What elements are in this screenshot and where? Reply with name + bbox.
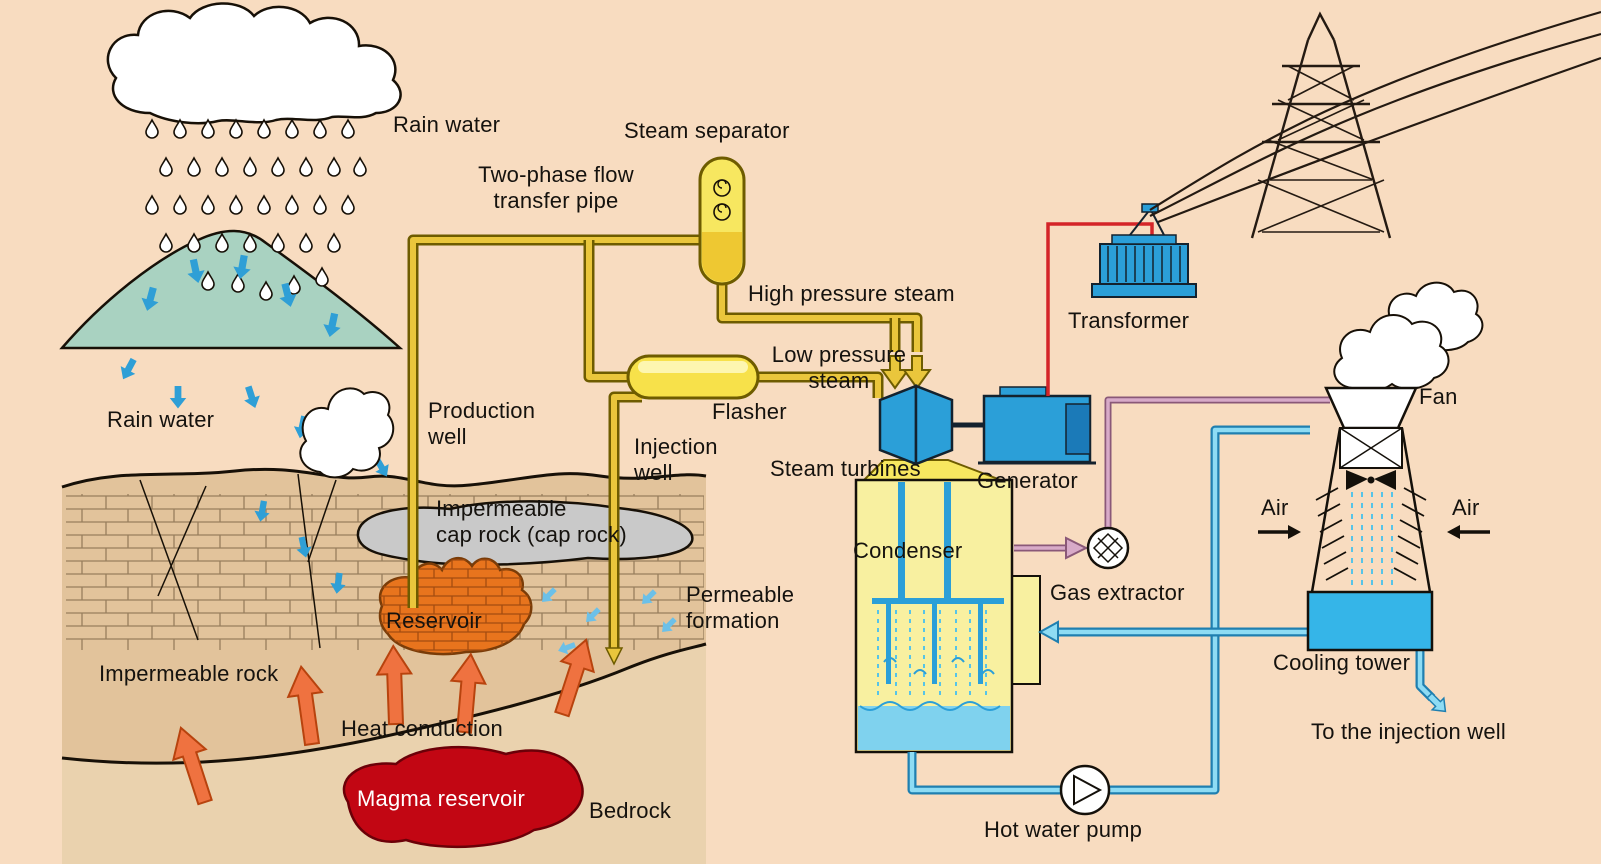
label-fan: Fan — [1419, 384, 1458, 409]
fault-lines — [139, 473, 337, 649]
label-high-pressure-steam: High pressure steam — [748, 281, 955, 306]
hot-water-pump-unit — [1059, 764, 1111, 816]
label-impermeable-rock: Impermeable rock — [99, 661, 279, 686]
label-generator: Generator — [977, 468, 1078, 493]
label-cooling-tower: Cooling tower — [1273, 650, 1411, 675]
fan-blades — [1346, 470, 1396, 490]
production-well-pipe — [407, 234, 704, 608]
gas-pipe — [1014, 396, 1330, 560]
condenser-spray — [877, 610, 987, 700]
transmission-tower — [1250, 11, 1392, 239]
mountain — [59, 229, 404, 350]
label-injection-well: Injection well — [634, 434, 718, 485]
fan-stack — [1324, 386, 1418, 430]
air-arrows — [1258, 525, 1490, 539]
generator-unit — [978, 386, 1096, 465]
label-steam-separator: Steam separator — [624, 118, 790, 143]
gas-extractor-unit — [1086, 526, 1130, 570]
label-heat-conduction: Heat conduction — [341, 716, 503, 741]
label-flasher: Flasher — [712, 399, 787, 424]
label-two-phase-pipe: Two-phase flow transfer pipe — [478, 162, 634, 213]
ground-steam-plume — [299, 387, 395, 479]
label-rain-water-top: Rain water — [393, 112, 501, 137]
tower-spray — [1351, 492, 1393, 585]
injection-well-pipe — [604, 391, 642, 666]
low-pressure-steam-pipe — [756, 371, 884, 398]
label-hot-water-pump: Hot water pump — [984, 817, 1143, 842]
label-to-injection-well: To the injection well — [1311, 719, 1506, 744]
condenser-unit — [854, 459, 1041, 754]
label-air-left: Air — [1261, 495, 1289, 520]
magma-blob — [342, 745, 584, 849]
cooling-tower-steam-clouds — [1333, 281, 1484, 393]
label-steam-turbines: Steam turbines — [770, 456, 921, 481]
cooling-tower-unit — [1306, 281, 1484, 652]
ground-surface-line — [61, 467, 707, 489]
flasher-feed-pipe — [583, 240, 630, 383]
transformer-unit — [1091, 203, 1197, 298]
label-low-pressure-steam: Low pressure steam — [771, 342, 907, 393]
louvers — [1315, 487, 1427, 581]
blowdown-to-injection-pipe — [1415, 650, 1453, 719]
label-air-right: Air — [1452, 495, 1480, 520]
label-bedrock: Bedrock — [589, 798, 672, 823]
label-magma-reservoir: Magma reservoir — [357, 786, 526, 811]
label-production-well: Production well — [428, 398, 536, 449]
steam-separator-vessel — [698, 156, 746, 286]
steam-turbine — [878, 384, 986, 466]
flasher-vessel — [626, 354, 760, 400]
label-transformer: Transformer — [1068, 308, 1190, 333]
tower-basin — [1306, 590, 1434, 652]
rain-cloud — [106, 2, 402, 125]
label-condenser: Condenser — [853, 538, 963, 563]
label-gas-extractor: Gas extractor — [1050, 580, 1185, 605]
hot-water-pipe — [907, 425, 1310, 795]
label-rain-water-left: Rain water — [107, 407, 215, 432]
cooled-water-return-pipe — [1037, 620, 1308, 644]
high-pressure-steam-pipe — [716, 284, 931, 389]
label-reservoir: Reservoir — [386, 608, 482, 633]
label-permeable-formation: Permeable formation — [686, 582, 795, 633]
label-impermeable-cap-rock: Impermeable cap rock (cap rock) — [436, 496, 627, 547]
condenser-waves — [883, 657, 995, 675]
